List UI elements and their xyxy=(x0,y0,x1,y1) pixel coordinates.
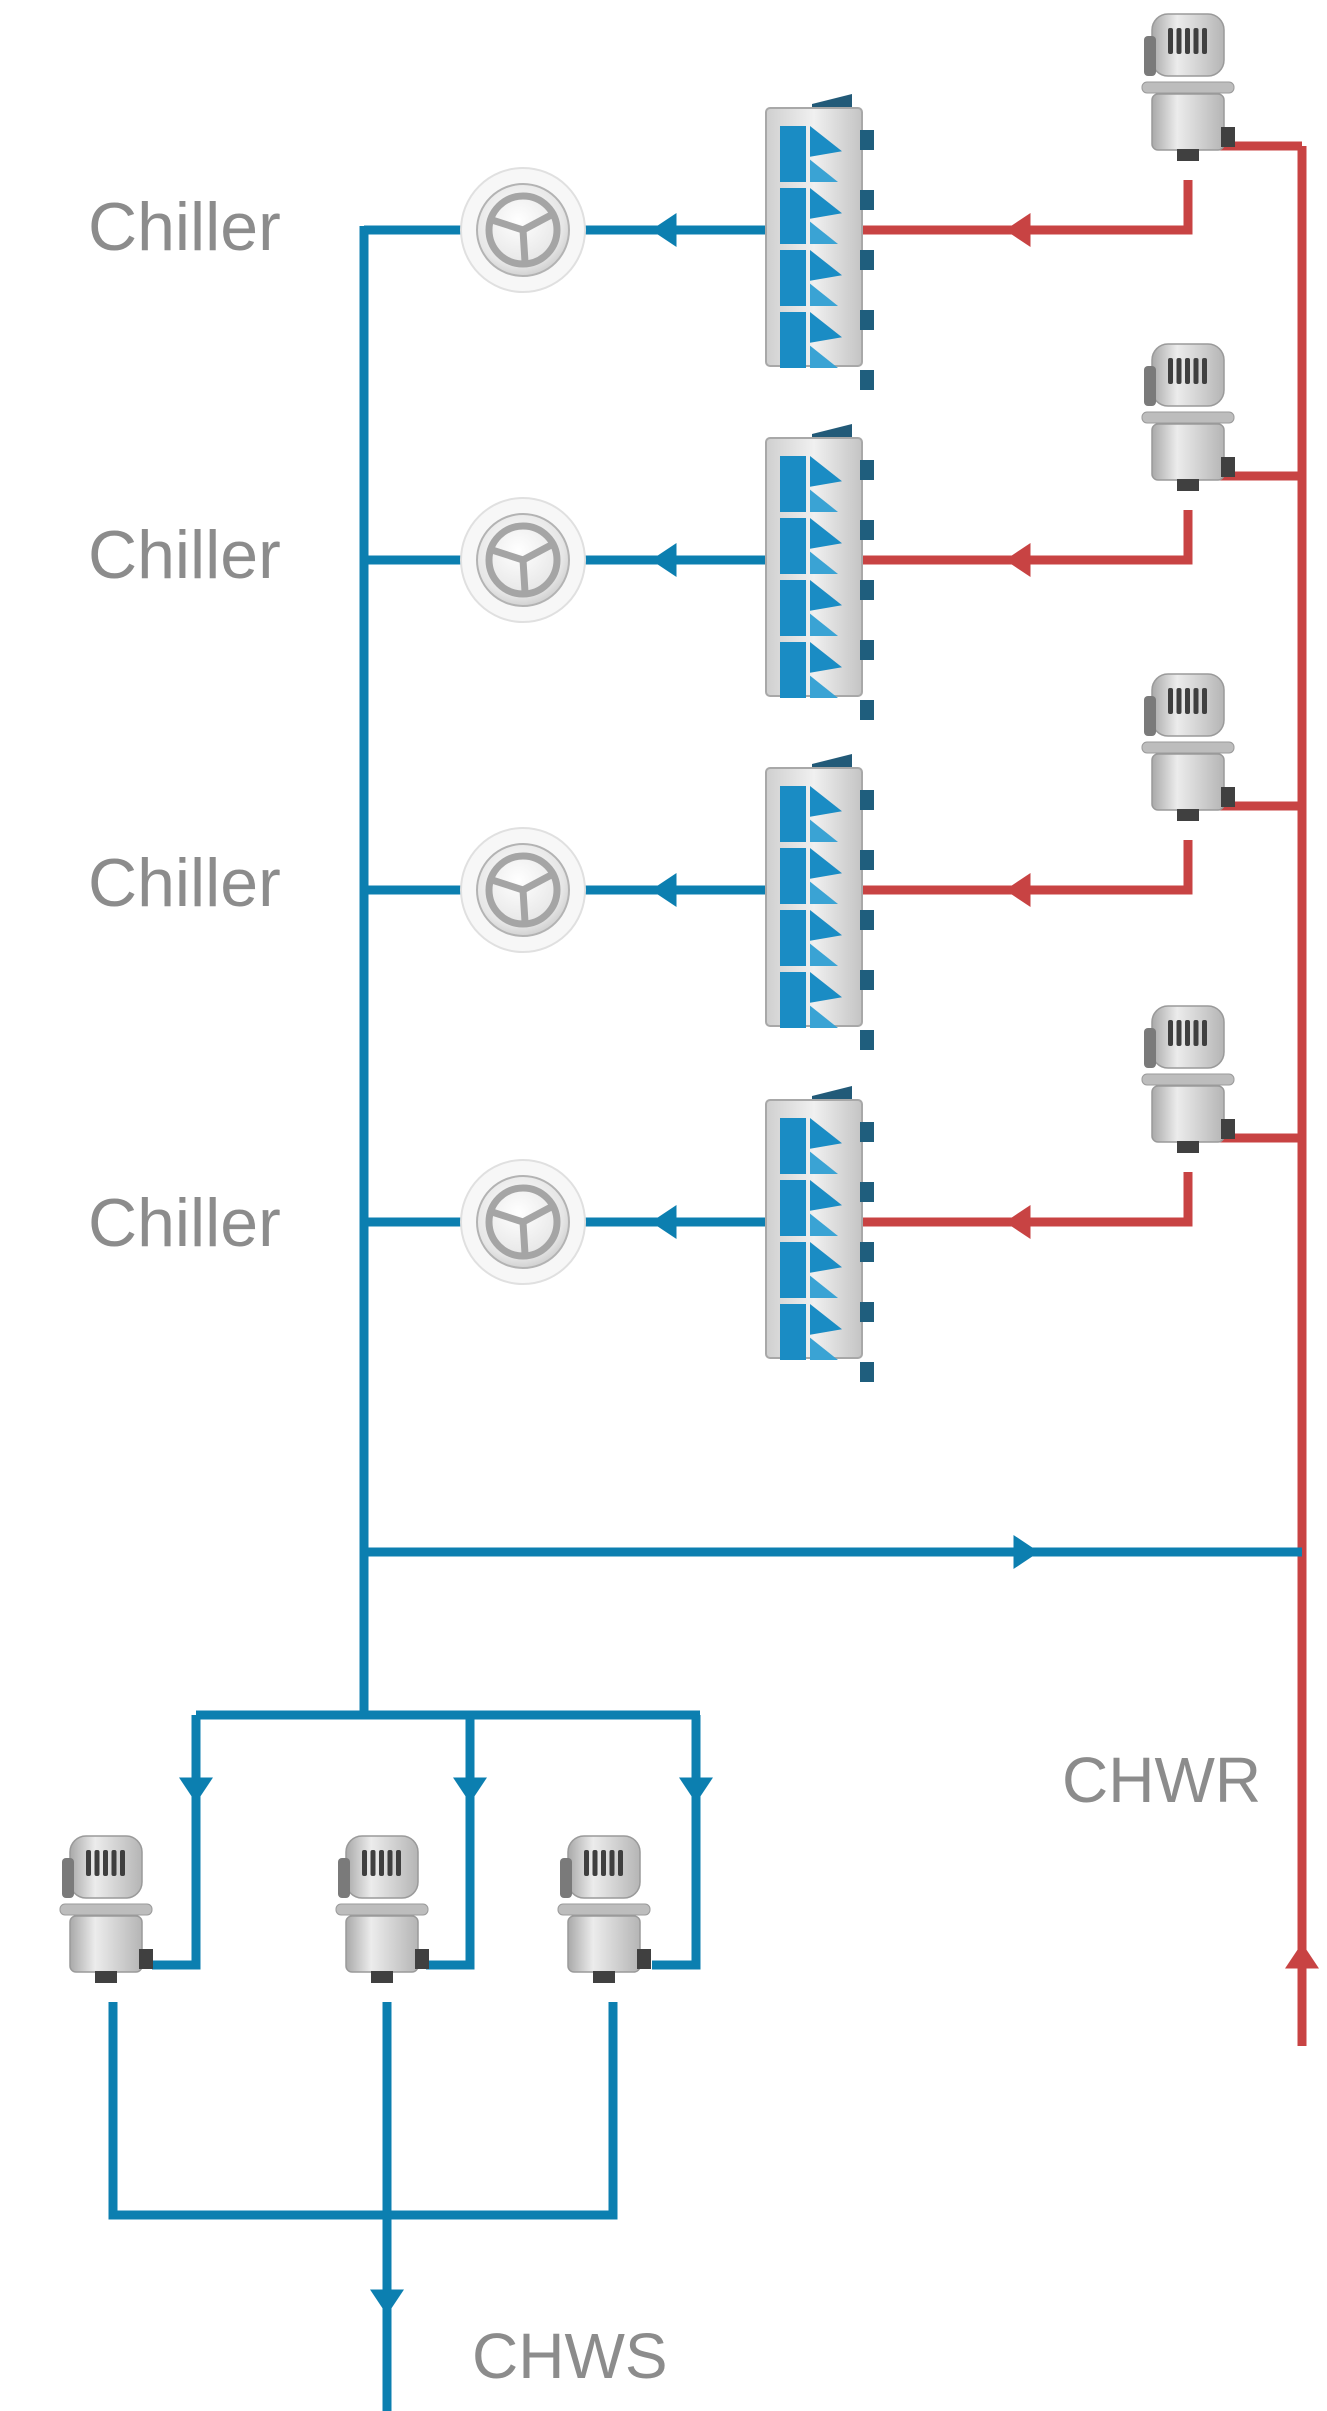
chwr-label: CHWR xyxy=(1062,1744,1261,1816)
chiller-unit-icon xyxy=(765,424,874,720)
chws-label: CHWS xyxy=(472,2320,668,2392)
chiller-pump-icon xyxy=(1141,673,1235,821)
chiller-label: Chiller xyxy=(88,845,281,921)
flow-arrow-icon xyxy=(651,873,677,907)
chiller-label: Chiller xyxy=(88,189,281,265)
chiller-return-branch-pipe xyxy=(862,1172,1193,1227)
butterfly-valve-icon xyxy=(460,1159,586,1285)
flow-arrow-icon xyxy=(1005,873,1031,907)
equipment-layer xyxy=(59,13,1235,1983)
butterfly-valve-icon xyxy=(460,167,586,293)
chiller-pump-icon xyxy=(1141,1005,1235,1153)
flow-arrow-icon xyxy=(651,1205,677,1239)
flow-arrow-icon xyxy=(1005,213,1031,247)
chiller-return-branch-pipe xyxy=(862,840,1193,895)
chiller-pump-icon xyxy=(1141,343,1235,491)
pipes-layer xyxy=(108,141,1307,2411)
flow-arrows-layer xyxy=(179,213,1319,2315)
chiller-label: Chiller xyxy=(88,1185,281,1261)
flow-arrow-icon xyxy=(651,213,677,247)
chiller-return-branch-pipe xyxy=(862,510,1193,565)
flow-arrow-icon xyxy=(179,1777,213,1803)
butterfly-valve-icon xyxy=(460,827,586,953)
flow-arrow-icon xyxy=(679,1777,713,1803)
chiller-unit-icon xyxy=(765,1086,874,1382)
chiller-pump-icon xyxy=(1141,13,1235,161)
pump-inlet-pipe xyxy=(152,1715,201,1970)
chiller-unit-icon xyxy=(765,94,874,390)
pump-inlet-pipe xyxy=(426,1715,475,1970)
flow-arrow-icon xyxy=(1005,1205,1031,1239)
flow-arrow-icon xyxy=(1285,1943,1319,1969)
butterfly-valve-icon xyxy=(460,497,586,623)
pump-inlet-pipe xyxy=(652,1715,701,1970)
flow-arrow-icon xyxy=(651,543,677,577)
chiller-label: Chiller xyxy=(88,517,281,593)
flow-arrow-icon xyxy=(1005,543,1031,577)
chiller-return-branch-pipe xyxy=(862,180,1193,235)
secondary-pump-icon xyxy=(557,1835,651,1983)
chiller-unit-icon xyxy=(765,754,874,1050)
labels-layer: Chiller Chiller Chiller Chiller CHWR CHW… xyxy=(88,189,1261,2392)
flow-arrow-icon xyxy=(1013,1535,1039,1569)
secondary-pump-icon xyxy=(335,1835,429,1983)
flow-arrow-icon xyxy=(453,1777,487,1803)
secondary-pump-icon xyxy=(59,1835,153,1983)
pump-discharge-collector-pipe xyxy=(108,2002,618,2220)
flow-arrow-icon xyxy=(370,2289,404,2315)
